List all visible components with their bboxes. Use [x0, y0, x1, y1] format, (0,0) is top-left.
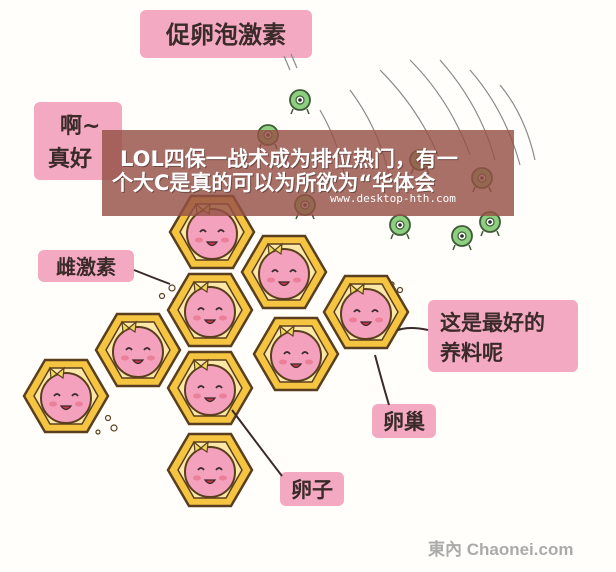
ovary-pointer: [374, 354, 390, 406]
follicle-cell: [94, 312, 182, 388]
ovary-honeycomb: [22, 194, 410, 508]
site-watermark: 東內 Chaonei.com: [428, 540, 574, 559]
follicle-cell: [22, 358, 110, 434]
nutrition-pointer: [397, 327, 429, 331]
estrogen-label: 雌激素: [56, 255, 116, 279]
exclaim-zhen: 真好: [48, 146, 92, 172]
caption-banner: [102, 130, 514, 216]
nutrition-label-line2: 养料呢: [439, 341, 503, 365]
follicle-cell: [322, 274, 410, 350]
caption-line-2: 个大C是真的可以为所欲为“华体会: [112, 171, 436, 195]
exclaim-label-box: [34, 102, 122, 180]
caption-line-1: LOL四保一战术成为排位热门，有一: [120, 147, 458, 171]
fsh-label: 促卵泡激素: [165, 21, 286, 49]
nutrition-label-box: [428, 300, 578, 372]
estrogen-label-box: [38, 250, 134, 282]
egg-label: 卵子: [291, 478, 333, 502]
caption-url: www.desktop-hth.com: [330, 192, 456, 205]
exclaim-ah: 啊~: [60, 114, 100, 139]
follicle-cell: [166, 432, 254, 508]
nutrition-label-line1: 这是最好的: [440, 311, 545, 335]
follicle-cell: [166, 350, 254, 426]
follicle-cell: [166, 272, 254, 348]
ovary-label: 卵巢: [383, 410, 425, 434]
ovary-label-box: [372, 404, 436, 438]
estrogen-pointer: [133, 269, 171, 285]
egg-label-box: [280, 472, 344, 506]
egg-pointer: [231, 409, 283, 477]
fsh-label-box: [140, 10, 312, 58]
follicle-cell: [240, 234, 328, 310]
follicle-cell: [252, 316, 340, 392]
